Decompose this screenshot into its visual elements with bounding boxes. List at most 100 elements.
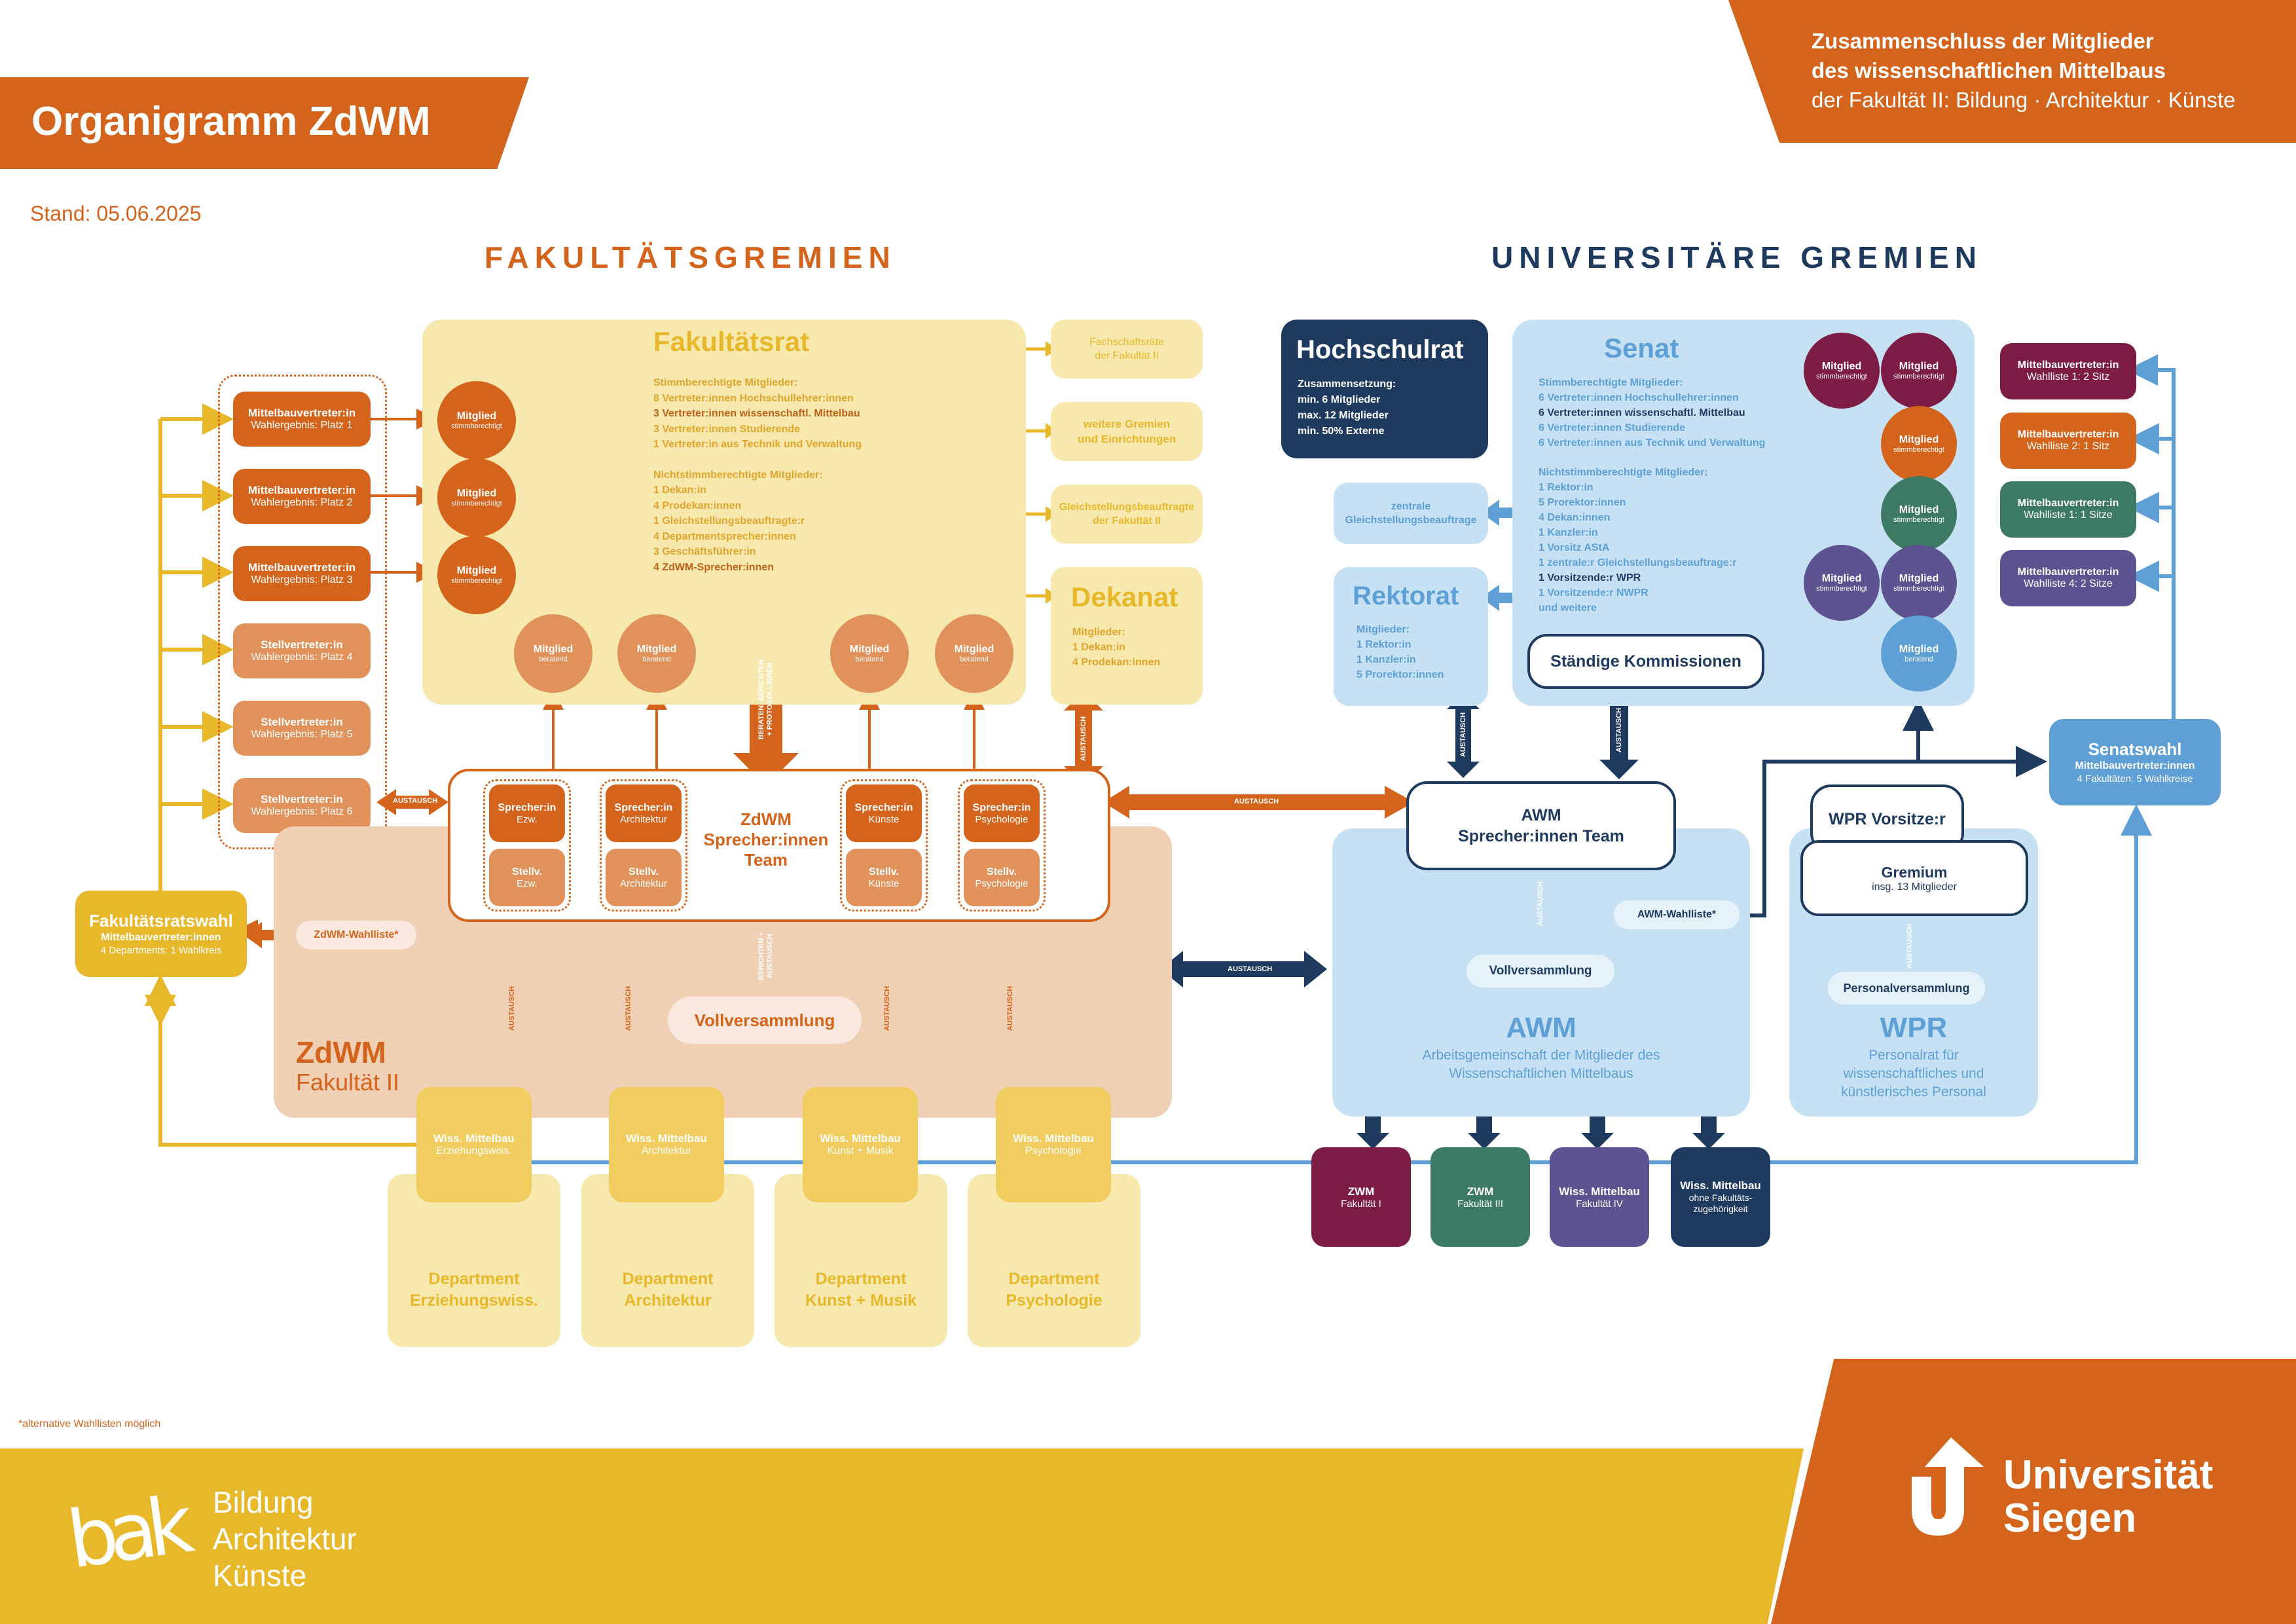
uni-siegen-logo-icon <box>1912 1437 1984 1536</box>
deputy-box-2: Stellv.Architektur <box>606 849 682 906</box>
speaker-pair-frame-3 <box>840 779 928 912</box>
fr-nonvoting-6: 4 ZdWM-Sprecher:innen <box>653 561 774 573</box>
bak-logo-mark: bak <box>62 1480 190 1587</box>
senat-nonvoting-5: 1 Vorsitz AStA <box>1539 542 1610 553</box>
wpr-personalversammlung: Personalversammlung <box>1828 972 1985 1005</box>
bak-line-1: Bildung <box>213 1485 314 1519</box>
senat-nonvoting-4: 1 Kanzler:in <box>1539 527 1598 538</box>
senat-nonvoting-2: 5 Prorektor:innen <box>1539 497 1626 508</box>
election-entry-sub: Wahlergebnis: Platz 6 <box>251 806 353 817</box>
hochschulrat-heading: Zusammensetzung: <box>1298 378 1396 390</box>
speaker-pair-frame-2 <box>600 779 687 912</box>
zg-line-2: Gleichstellungsbeauftrage <box>1345 515 1477 526</box>
senat-list-sub: Wahlliste 4: 2 Sitze <box>2024 578 2113 589</box>
wpr-gremium-sub: insg. 13 Mitglieder <box>1872 881 1957 893</box>
circle-sub: stimmberechtigt <box>451 499 502 507</box>
rektorat-heading: Mitglieder: <box>1357 624 1410 635</box>
senatswahl-title: Senatswahl <box>2088 739 2182 759</box>
austausch-label-awm-1: AUSTAUSCH <box>1459 712 1467 758</box>
senat-nonvoting-3: 4 Dekan:innen <box>1539 512 1611 523</box>
gremien-line-2: und Einrichtungen <box>1077 433 1176 445</box>
team-title-line-1: ZdWM <box>740 809 792 829</box>
department-sub: Architektur <box>624 1291 712 1310</box>
speaker-pair-frame-4 <box>958 779 1046 912</box>
fr-voting-3: 3 Vertreter:innen Studierende <box>653 423 801 435</box>
austausch-label-left: AUSTAUSCH <box>393 797 438 805</box>
date-label: Stand: 05.06.2025 <box>30 202 202 225</box>
fakultaetsrat-title: Fakultätsrat <box>653 326 810 357</box>
zdwm-vollversammlung: Vollversammlung <box>668 997 862 1044</box>
austausch-label-wiss-1: AUSTAUSCH <box>508 986 516 1031</box>
speaker-sub: Künste <box>868 813 900 825</box>
austausch-label-zdwm-awm: AUSTAUSCH <box>1234 798 1279 805</box>
bak-line-2: Architektur <box>213 1522 357 1556</box>
awm-desc-line-1: Arbeitsgemeinschaft der Mitglieder des <box>1422 1048 1660 1063</box>
circle-sub: stimmberechtigt <box>1816 372 1867 380</box>
senat-list-title: Mittelbauvertreter:in <box>2017 566 2119 578</box>
hochschulrat-item-1: min. 6 Mitglieder <box>1298 394 1381 405</box>
page-title: Organigramm ZdWM <box>31 99 431 144</box>
senat-nonvoting-8: 1 Vorsitzende:r NWPR <box>1539 587 1649 599</box>
austausch-label-wpr: AUSTAUSCH <box>1906 923 1914 969</box>
deputy-sub: Ezw. <box>517 877 538 889</box>
fakultaetsratswahl-title: Fakultätsratswahl <box>89 911 233 931</box>
election-entry-sub: Wahlergebnis: Platz 2 <box>251 497 353 508</box>
hochschulrat-title: Hochschulrat <box>1296 335 1464 364</box>
senat-members: Stimmberechtigte Mitglieder: 6 Vertreter… <box>1539 375 1765 616</box>
deputy-box-3: Stellv.Künste <box>846 849 922 906</box>
section-heading-faculty: FAKULTÄTSGREMIEN <box>484 240 896 274</box>
top-right-line-3: der Fakultät II: Bildung · Architektur ·… <box>1812 88 2236 112</box>
election-entry-sub: Wahlergebnis: Platz 4 <box>251 652 353 663</box>
circle-sub: stimmberechtigt <box>1893 584 1944 593</box>
department-title: Department <box>815 1270 907 1288</box>
faculty-title: ZWM <box>1467 1185 1494 1198</box>
senat-voting-heading: Stimmberechtigte Mitglieder: <box>1539 377 1683 388</box>
hochschulrat-item-3: min. 50% Externe <box>1298 426 1385 437</box>
rektorat-box <box>1334 567 1488 706</box>
senat-nonvoting-6: 1 zentrale:r Gleichstellungsbeauftrage:r <box>1539 557 1737 568</box>
berichten-line-1: BERICHTEN + <box>757 932 765 980</box>
wpr-desc-line-1: Personalrat für <box>1868 1048 1959 1063</box>
wiss-sub: Kunst + Musik <box>827 1145 894 1156</box>
zdwm-name: ZdWM <box>296 1035 386 1069</box>
department-sub: Kunst + Musik <box>805 1291 917 1310</box>
circle-title: Mitglied <box>456 410 497 422</box>
election-entry-title: Mittelbauvertreter:in <box>247 484 356 496</box>
circle-title: Mitglied <box>1899 572 1939 584</box>
rektorat-item-3: 5 Prorektor:innen <box>1357 669 1444 680</box>
circle-title: Mitglied <box>456 564 497 576</box>
circle-sub: beratend <box>539 655 568 663</box>
circle-sub: beratend <box>855 655 884 663</box>
speaker-sub: Ezw. <box>517 813 538 825</box>
rektorat-item-1: 1 Rektor:in <box>1357 639 1412 650</box>
uni-line-2: Siegen <box>2003 1496 2137 1541</box>
austausch-label-dekanat: AUSTAUSCH <box>1080 716 1087 762</box>
staendige-kommissionen: Ständige Kommissionen <box>1527 634 1764 689</box>
awm-vollversammlung: Vollversammlung <box>1467 955 1614 987</box>
austausch-label-wiss-3: AUSTAUSCH <box>883 986 891 1031</box>
speaker-title: Sprecher:in <box>498 802 556 813</box>
faculty-sub: ohne Fakultäts- <box>1688 1192 1753 1203</box>
senat-list-sub: Wahlliste 1: 2 Sitz <box>2026 371 2110 382</box>
team-title-line-3: Team <box>744 850 788 870</box>
awm-desc-line-2: Wissenschaftlichen Mittelbaus <box>1449 1066 1633 1081</box>
